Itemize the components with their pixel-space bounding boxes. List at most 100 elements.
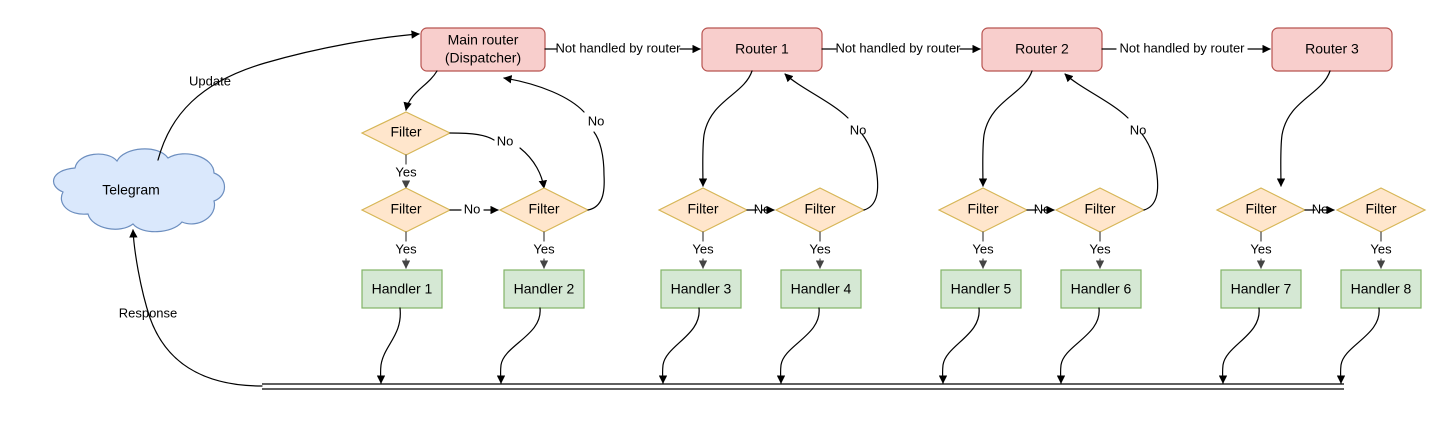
handler-1-node[interactable]: Handler 1	[361, 269, 443, 309]
edge-label-no-c-mid: No	[1034, 201, 1051, 216]
filter-c2-node[interactable]: Filter	[1054, 187, 1146, 233]
edge-handler-1-to-bus	[376, 307, 401, 384]
edge-filter-a1-yes: Yes	[395, 154, 417, 189]
edge-filter-b2-yes: Yes	[809, 231, 831, 269]
main-router-node[interactable]: Main router (Dispatcher)	[420, 27, 546, 72]
filter-d2-node[interactable]: Filter	[1335, 187, 1427, 233]
handler-7-label: Handler 7	[1231, 281, 1292, 297]
telegram-cloud[interactable]: Telegram	[53, 148, 226, 233]
edge-label-no-a-top: No	[497, 133, 514, 148]
filter-b2-label: Filter	[804, 201, 835, 217]
handler-8-box	[1340, 269, 1422, 309]
handler-4-label: Handler 4	[791, 281, 852, 297]
edge-label-yes-6: Yes	[972, 241, 994, 256]
edge-filter-c2-yes: Yes	[1089, 231, 1111, 269]
edge-filter-b2-no-return: No	[784, 73, 879, 211]
handler-3-node[interactable]: Handler 3	[660, 269, 742, 309]
edge-label-yes-9: Yes	[1370, 241, 1392, 256]
edge-label-yes-8: Yes	[1250, 241, 1272, 256]
filter-b2-node[interactable]: Filter	[774, 187, 866, 233]
edge-filter-c2-no-return: No	[1064, 73, 1159, 211]
edge-label-update: Update	[189, 73, 231, 88]
filter-a3-label: Filter	[528, 201, 559, 217]
edge-router2-to-router3: Not handled by router	[1101, 40, 1271, 55]
filter-b1-label: Filter	[687, 201, 718, 217]
edge-label-yes-2: Yes	[395, 241, 417, 256]
handler-8-node[interactable]: Handler 8	[1340, 269, 1422, 309]
edge-label-yes-3: Yes	[533, 241, 555, 256]
handler-7-node[interactable]: Handler 7	[1220, 269, 1302, 309]
edge-label-no-a-return: No	[588, 113, 605, 128]
edge-filter-b1-no: No	[746, 201, 775, 216]
edge-handler-4-to-bus	[776, 307, 820, 384]
handler-1-label: Handler 1	[372, 281, 433, 297]
edge-label-no-b-mid: No	[754, 201, 771, 216]
edge-label-response: Response	[119, 305, 178, 320]
edge-mainrouter-to-filter-a1	[403, 70, 438, 111]
edge-update: Update	[157, 30, 420, 161]
handler-1-box	[361, 269, 443, 309]
handler-2-label: Handler 2	[514, 281, 575, 297]
edge-filter-a2-no: No	[449, 201, 499, 216]
edge-filter-a2-yes: Yes	[395, 231, 417, 269]
router-3-node[interactable]: Router 3	[1271, 27, 1393, 72]
router-2-label: Router 2	[1015, 41, 1069, 57]
filter-a1-label: Filter	[390, 124, 421, 140]
router-2-node[interactable]: Router 2	[981, 27, 1103, 72]
edge-label-no-d-mid: No	[1312, 201, 1329, 216]
edge-router3-to-filter-d1	[1276, 70, 1331, 187]
filter-d2-label: Filter	[1365, 201, 1396, 217]
edge-label-yes-7: Yes	[1089, 241, 1111, 256]
router-3-box	[1271, 27, 1393, 72]
edge-main-to-router1: Not handled by router	[544, 40, 701, 55]
edge-label-not-handled-1: Not handled by router	[555, 40, 681, 55]
filter-c1-node[interactable]: Filter	[937, 187, 1029, 233]
cloud-shape	[53, 148, 226, 233]
filter-a2-label: Filter	[390, 201, 421, 217]
edge-label-no-a-mid: No	[464, 201, 481, 216]
router-1-node[interactable]: Router 1	[701, 27, 823, 72]
edge-filter-d2-yes: Yes	[1370, 231, 1392, 269]
filter-a2-node[interactable]: Filter	[360, 187, 452, 233]
edge-filter-c1-yes: Yes	[972, 231, 994, 269]
handler-6-node[interactable]: Handler 6	[1060, 269, 1142, 309]
edge-filter-b1-yes: Yes	[692, 231, 714, 269]
edge-label-no-c-return: No	[1130, 122, 1147, 137]
edge-handler-3-to-bus	[658, 307, 700, 384]
response-bus	[262, 383, 1344, 390]
handler-5-node[interactable]: Handler 5	[940, 269, 1022, 309]
edge-handler-2-to-bus	[496, 307, 541, 384]
handler-5-label: Handler 5	[951, 281, 1012, 297]
cloud-label: Telegram	[102, 182, 160, 198]
router-3-label: Router 3	[1305, 41, 1359, 57]
edge-label-yes-1: Yes	[395, 164, 417, 179]
edge-filter-c1-no: No	[1026, 201, 1055, 216]
edge-filter-a1-no: No	[449, 132, 547, 189]
edge-label-no-b-return: No	[850, 122, 867, 137]
edge-handler-6-to-bus	[1056, 307, 1100, 384]
edge-filter-d1-no: No	[1304, 201, 1335, 216]
edge-response: Response	[119, 229, 263, 387]
filter-a3-node[interactable]: Filter	[498, 187, 590, 233]
filter-d1-node[interactable]: Filter	[1215, 187, 1307, 233]
edge-label-not-handled-2: Not handled by router	[835, 40, 961, 55]
edge-label-not-handled-3: Not handled by router	[1119, 40, 1245, 55]
handler-6-label: Handler 6	[1071, 281, 1132, 297]
filter-d1-label: Filter	[1245, 201, 1276, 217]
edge-handler-5-to-bus	[938, 307, 980, 384]
main-router-label-line2: (Dispatcher)	[445, 50, 521, 66]
handler-4-node[interactable]: Handler 4	[780, 269, 862, 309]
handler-3-label: Handler 3	[671, 281, 732, 297]
edge-router1-to-router2: Not handled by router	[821, 40, 981, 55]
handler-8-label: Handler 8	[1351, 281, 1412, 297]
handler-2-node[interactable]: Handler 2	[503, 269, 585, 309]
handler-6-box	[1060, 269, 1142, 309]
filter-b1-node[interactable]: Filter	[657, 187, 749, 233]
edge-handler-8-to-bus	[1336, 307, 1380, 384]
filter-a1-node[interactable]: Filter	[360, 111, 452, 156]
main-router-label-line1: Main router	[448, 32, 519, 48]
handler-2-box	[503, 269, 585, 309]
handler-4-box	[780, 269, 862, 309]
